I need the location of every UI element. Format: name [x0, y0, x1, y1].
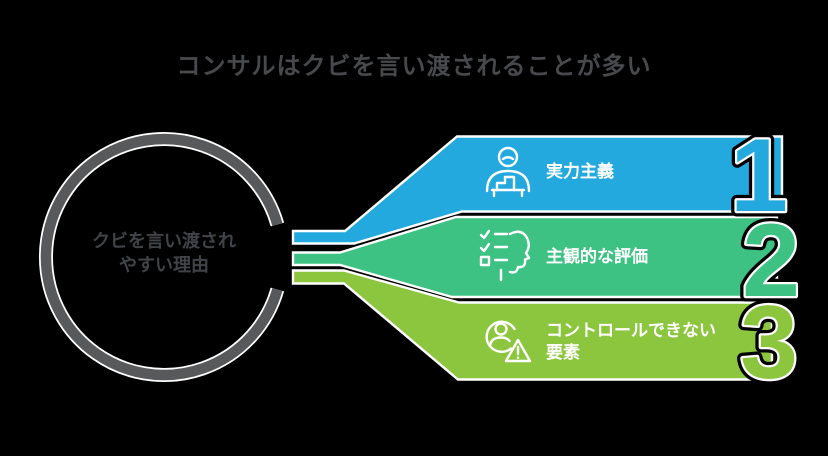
item-number-shadow: 2: [742, 203, 800, 319]
ribbon-2: [291, 215, 779, 299]
circle-label-line1: クビを言い渡され: [92, 231, 236, 251]
item-number-3: 3: [740, 285, 798, 401]
person-warning-icon: [481, 314, 535, 368]
reason-circle-ring: [39, 132, 285, 382]
person-chart-icon: [483, 146, 533, 200]
ribbon-3: [291, 269, 774, 381]
item-label-1: 実力主義: [546, 162, 614, 181]
page-title: コンサルはクビを言い渡されることが多い: [176, 53, 652, 80]
ribbon-1: [291, 135, 784, 245]
item-number-shadow: 3: [740, 285, 798, 401]
item-label-2: 主観的な評価: [546, 247, 648, 266]
head-checklist-icon: [477, 226, 533, 288]
circle-label: クビを言い渡され やすい理由: [54, 229, 274, 277]
item-number-1: 1: [730, 118, 788, 234]
circle-label-line2: やすい理由: [119, 255, 209, 275]
item-number-2: 2: [742, 203, 800, 319]
item-label-3: コントロールできない要素: [546, 321, 716, 362]
item-number-shadow: 1: [730, 118, 788, 234]
